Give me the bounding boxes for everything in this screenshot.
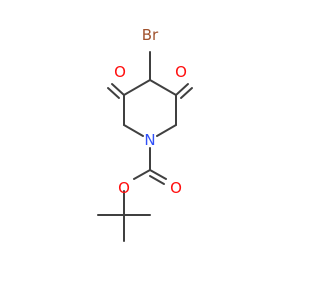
bond-c5-o-b — [180, 87, 193, 99]
bond-c5-o-a — [175, 83, 189, 96]
bond-ccarb-o-b — [149, 175, 165, 185]
bond-ccarb-o-a — [149, 169, 167, 180]
bond-c6-n — [156, 124, 177, 137]
structure-diagram: Br O O N O O — [97, 26, 193, 242]
bond-c4-c3 — [123, 79, 151, 96]
atom-bromine: Br — [142, 26, 159, 44]
bond-c3-o-a — [111, 83, 125, 96]
atom-oxygen-left-ketone: O — [114, 63, 126, 81]
atom-oxygen-carbonyl: O — [170, 179, 182, 197]
atom-oxygen-ester: O — [118, 179, 130, 197]
atom-oxygen-right-ketone: O — [175, 63, 187, 81]
bond-c4-c5 — [149, 79, 177, 96]
atom-nitrogen: N — [144, 131, 155, 149]
bonds — [97, 51, 193, 242]
bond-c2-n — [123, 124, 144, 137]
bond-ccarb-oester — [133, 169, 151, 180]
bond-c3-o-b — [107, 87, 120, 99]
molecule-canvas: Br O O N O O — [97, 26, 193, 242]
